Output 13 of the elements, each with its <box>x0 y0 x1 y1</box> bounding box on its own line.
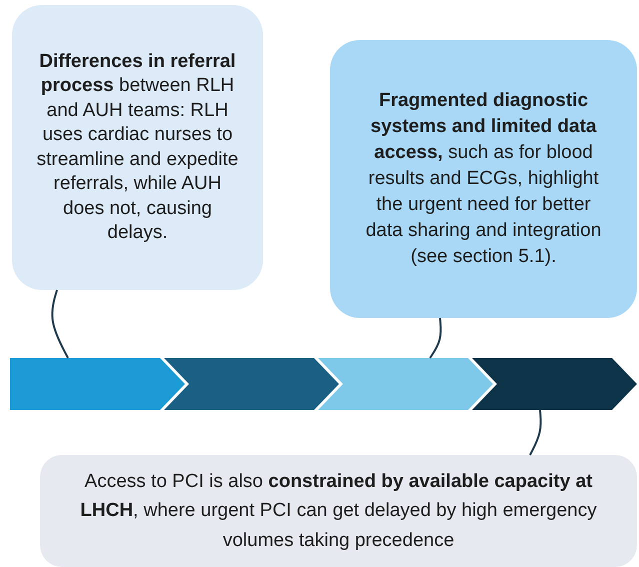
callout-box <box>40 455 637 567</box>
callout-box <box>12 5 263 290</box>
chevron-segment <box>10 358 185 410</box>
callout-text: Access to PCI is also constrained by available capacity at LHCH, where urgent PCI can get delayed by high emergency volumes taking precedence <box>79 470 598 553</box>
chevron-segment <box>318 358 493 410</box>
chevron-segment <box>164 358 339 410</box>
callout-text: Fragmented diagnostic systems and limited data access, such as for blood results and ECGs, highlight the urgent need for better data sharing and integration (see section 5.1). <box>364 89 602 269</box>
chevron-segment <box>472 358 637 410</box>
callout-box <box>330 40 637 318</box>
leader-line <box>429 318 442 359</box>
leader-line <box>529 410 542 456</box>
callout-text: Differences in referral process between RLH and AUH teams: RLH uses cardiac nurses to streamline and expedite referrals, while AUH does not, causing delays. <box>36 50 240 245</box>
leader-line <box>51 290 69 358</box>
